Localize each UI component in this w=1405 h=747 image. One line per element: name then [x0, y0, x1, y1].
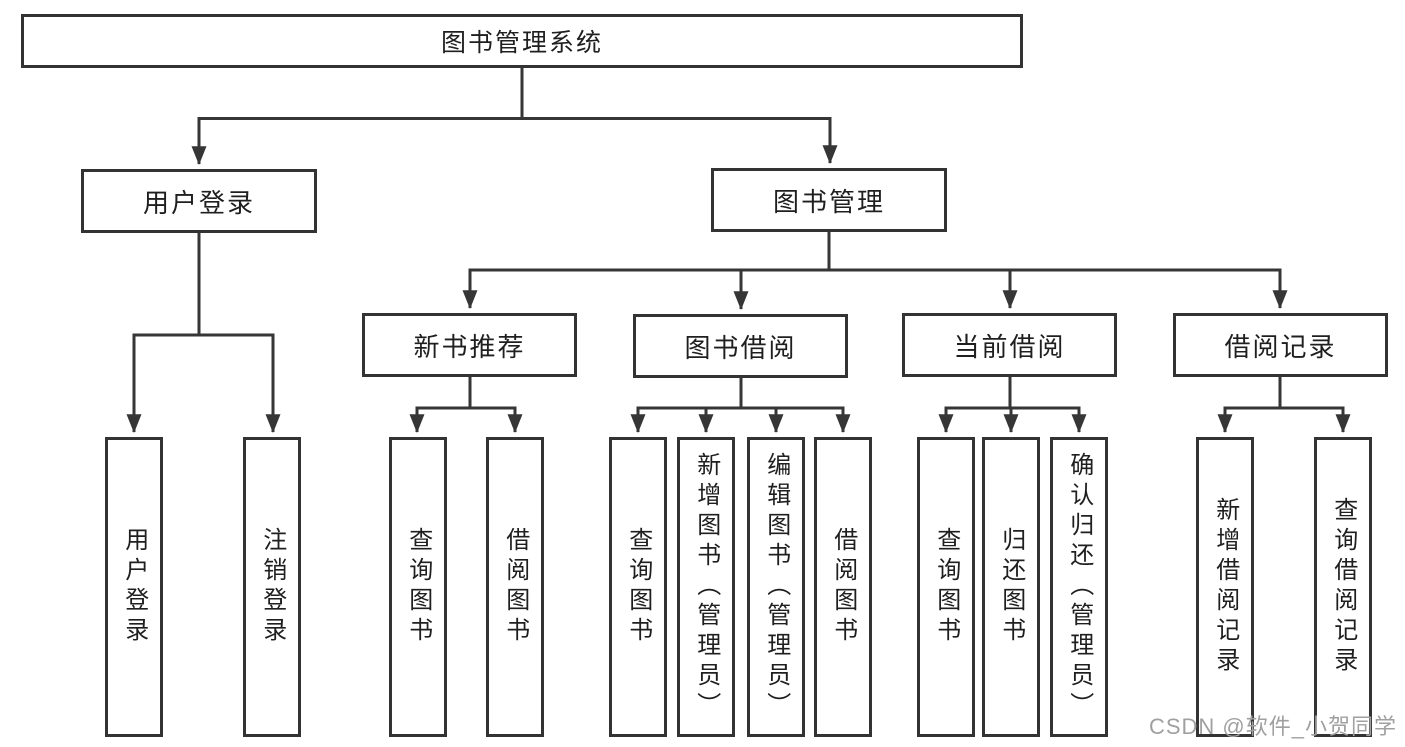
- leaf-user-login: 用户登录: [105, 437, 163, 737]
- leaf-add-borrow-record: 新增借阅记录: [1196, 437, 1254, 737]
- node-new-book-recommend-label: 新书推荐: [413, 331, 526, 362]
- leaf-confirm-return-admin: 确认归还（管理员）: [1050, 437, 1108, 737]
- node-book-borrow-label: 图书借阅: [684, 332, 797, 363]
- leaf-query-books-current: 查询图书: [917, 437, 975, 737]
- leaf-return-books-label: 归还图书: [997, 527, 1025, 647]
- csdn-watermark: CSDN @软件_小贺同学: [1148, 714, 1397, 739]
- node-current-borrow-label: 当前借阅: [953, 331, 1066, 362]
- leaf-borrow-books-label: 借阅图书: [829, 527, 857, 647]
- node-root-system: 图书管理系统: [21, 14, 1023, 68]
- node-book-management: 图书管理: [711, 168, 947, 232]
- leaf-logout-label: 注销登录: [258, 527, 286, 647]
- leaf-query-books-borrow-label: 查询图书: [624, 527, 652, 647]
- node-user-login: 用户登录: [81, 169, 317, 233]
- leaf-edit-books-admin: 编辑图书（管理员）: [747, 437, 805, 737]
- leaf-user-login-label: 用户登录: [120, 527, 148, 647]
- leaf-borrow-books-recommend-label: 借阅图书: [501, 527, 529, 647]
- node-root-system-label: 图书管理系统: [440, 29, 603, 57]
- leaf-logout: 注销登录: [243, 437, 301, 737]
- node-borrow-records-label: 借阅记录: [1224, 331, 1337, 362]
- node-user-login-label: 用户登录: [142, 187, 255, 218]
- leaf-query-books-recommend-label: 查询图书: [404, 527, 432, 647]
- leaf-query-books-borrow: 查询图书: [609, 437, 667, 737]
- leaf-add-books-admin: 新增图书（管理员）: [677, 437, 735, 737]
- leaf-query-borrow-record: 查询借阅记录: [1314, 437, 1372, 737]
- leaf-edit-books-admin-label: 编辑图书（管理员）: [762, 452, 790, 722]
- leaf-borrow-books-recommend: 借阅图书: [486, 437, 544, 737]
- leaf-query-books-recommend: 查询图书: [389, 437, 447, 737]
- leaf-add-borrow-record-label: 新增借阅记录: [1211, 497, 1239, 677]
- node-book-borrow: 图书借阅: [633, 314, 848, 378]
- leaf-query-borrow-record-label: 查询借阅记录: [1329, 497, 1357, 677]
- node-borrow-records: 借阅记录: [1173, 313, 1388, 377]
- node-new-book-recommend: 新书推荐: [362, 313, 577, 377]
- leaf-query-books-current-label: 查询图书: [932, 527, 960, 647]
- node-book-management-label: 图书管理: [772, 186, 885, 217]
- leaf-return-books: 归还图书: [982, 437, 1040, 737]
- node-current-borrow: 当前借阅: [902, 313, 1117, 377]
- leaf-borrow-books: 借阅图书: [814, 437, 872, 737]
- leaf-confirm-return-admin-label: 确认归还（管理员）: [1065, 452, 1093, 722]
- leaf-add-books-admin-label: 新增图书（管理员）: [692, 452, 720, 722]
